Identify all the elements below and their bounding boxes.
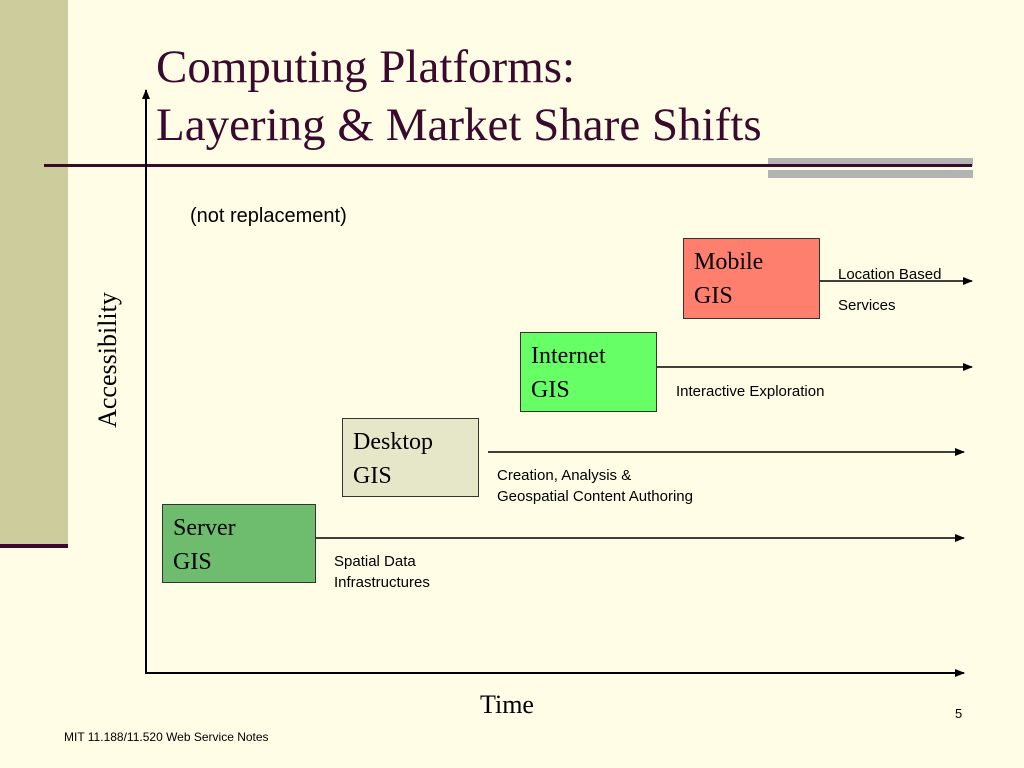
server-gis-label-line1: Server — [173, 515, 236, 541]
desktop-gis-note-line1: Creation, Analysis & — [497, 467, 632, 484]
desktop-gis-note: Creation, Analysis & Geospatial Content … — [497, 465, 693, 507]
y-axis-label: Accessibility — [93, 292, 122, 428]
mobile-gis-label-line1: Mobile — [694, 249, 764, 275]
slide-footer: MIT 11.188/11.520 Web Service Notes — [64, 730, 269, 744]
x-axis-label: Time — [480, 690, 534, 719]
mobile-gis-note: Location Based Services — [838, 259, 941, 321]
title-accent-bar-lower — [768, 170, 973, 178]
slide-subtitle: (not replacement) — [190, 205, 347, 227]
sidebar-underline — [0, 544, 68, 548]
mobile-gis-note-line1: Location Based — [838, 266, 942, 283]
page-number: 5 — [955, 706, 963, 721]
server-gis-box: Server GIS — [162, 504, 316, 583]
internet-gis-label-line1: Internet — [531, 343, 606, 369]
mobile-gis-box: Mobile GIS — [683, 238, 820, 319]
desktop-gis-label-line1: Desktop — [353, 429, 433, 455]
slide-title-line1: Computing Platforms: — [156, 41, 576, 93]
server-gis-note-line2: Infrastructures — [334, 574, 430, 591]
slide-title: Computing Platforms: Layering & Market S… — [156, 38, 762, 154]
title-accent-bar — [768, 158, 973, 166]
internet-gis-box: Internet GIS — [520, 332, 657, 412]
desktop-gis-box: Desktop GIS — [342, 418, 479, 497]
sidebar-decoration — [0, 0, 68, 545]
server-gis-note-line1: Spatial Data — [334, 553, 416, 570]
mobile-gis-label-line2: GIS — [694, 283, 733, 309]
title-rule — [44, 164, 972, 167]
server-gis-label-line2: GIS — [173, 549, 212, 575]
slide-title-line2: Layering & Market Share Shifts — [156, 99, 762, 151]
server-gis-note: Spatial Data Infrastructures — [334, 551, 430, 593]
internet-gis-note: Interactive Exploration — [676, 381, 824, 402]
desktop-gis-note-line2: Geospatial Content Authoring — [497, 488, 693, 505]
internet-gis-label-line2: GIS — [531, 377, 570, 403]
desktop-gis-label-line2: GIS — [353, 463, 392, 489]
internet-gis-note-line1: Interactive Exploration — [676, 383, 825, 400]
mobile-gis-note-line2: Services — [838, 297, 896, 314]
